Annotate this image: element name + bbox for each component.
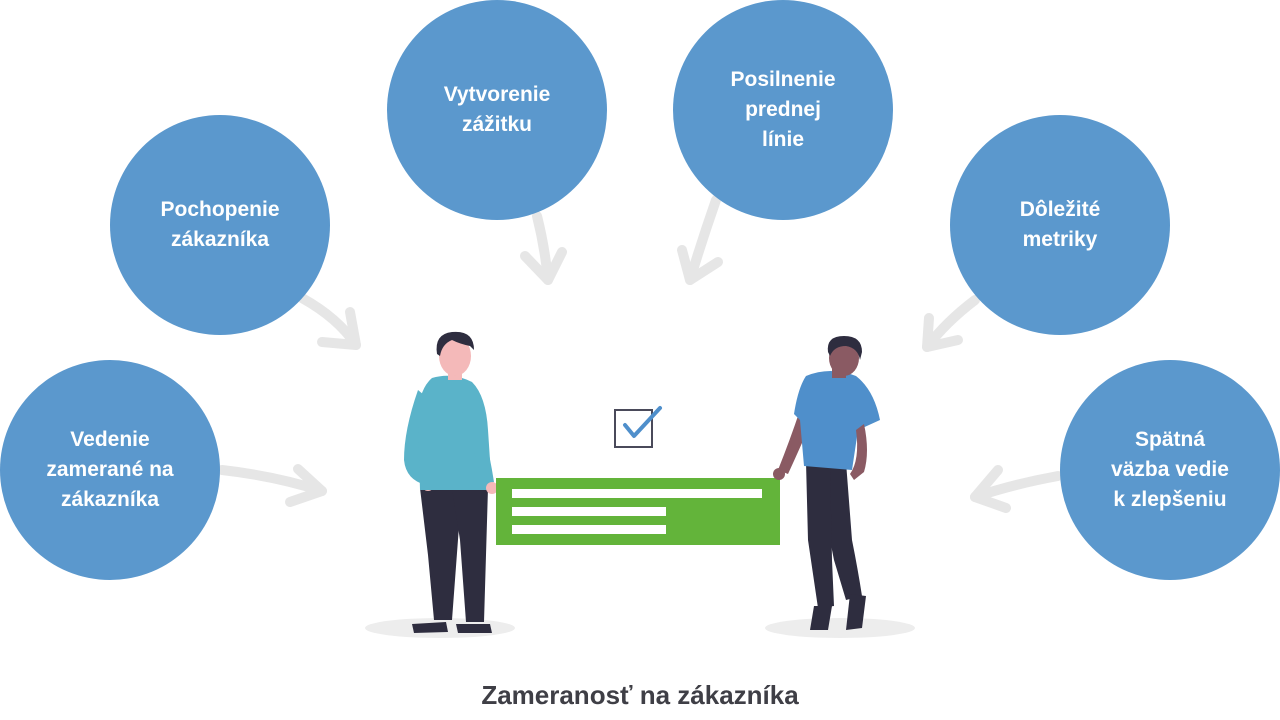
- diagram-caption: Zameranosť na zákazníka: [481, 680, 799, 710]
- arrow-from-vedenie: [217, 464, 327, 507]
- node-label: Pochopenie zákazníka: [160, 198, 280, 251]
- green-board: [496, 478, 780, 545]
- arrows: [217, 195, 1063, 513]
- node-pochopenie: Pochopenie zákazníka: [110, 115, 330, 335]
- node-dolezite: Dôležité metriky: [950, 115, 1170, 335]
- checkbox-icon: [614, 406, 662, 448]
- node-label: Vytvorenie zážitku: [443, 83, 551, 136]
- node-spatna: Spätná väzba vedie k zlepšeniu: [1060, 360, 1280, 580]
- node-label: Vedenie zamerané na zákazníka: [46, 428, 174, 511]
- node-vedenie: Vedenie zamerané na zákazníka: [0, 360, 220, 580]
- right-person: [773, 336, 880, 630]
- arrow-from-vytvorenie: [520, 211, 567, 285]
- arrow-from-spatna: [970, 465, 1063, 513]
- arrow-from-dolezite: [922, 295, 980, 352]
- arrow-from-pochopenie: [297, 293, 361, 350]
- node-vytvorenie: Vytvorenie zážitku: [387, 0, 607, 220]
- node-label: Spätná väzba vedie k zlepšeniu: [1111, 428, 1229, 511]
- arrow-from-posilnenie: [677, 195, 723, 285]
- node-posilnenie: Posilnenie prednej línie: [673, 0, 893, 220]
- left-person: [404, 331, 498, 633]
- node-label: Dôležité metriky: [1019, 198, 1101, 251]
- node-label: Posilnenie prednej línie: [730, 68, 836, 151]
- right-person-shadow: [765, 618, 915, 638]
